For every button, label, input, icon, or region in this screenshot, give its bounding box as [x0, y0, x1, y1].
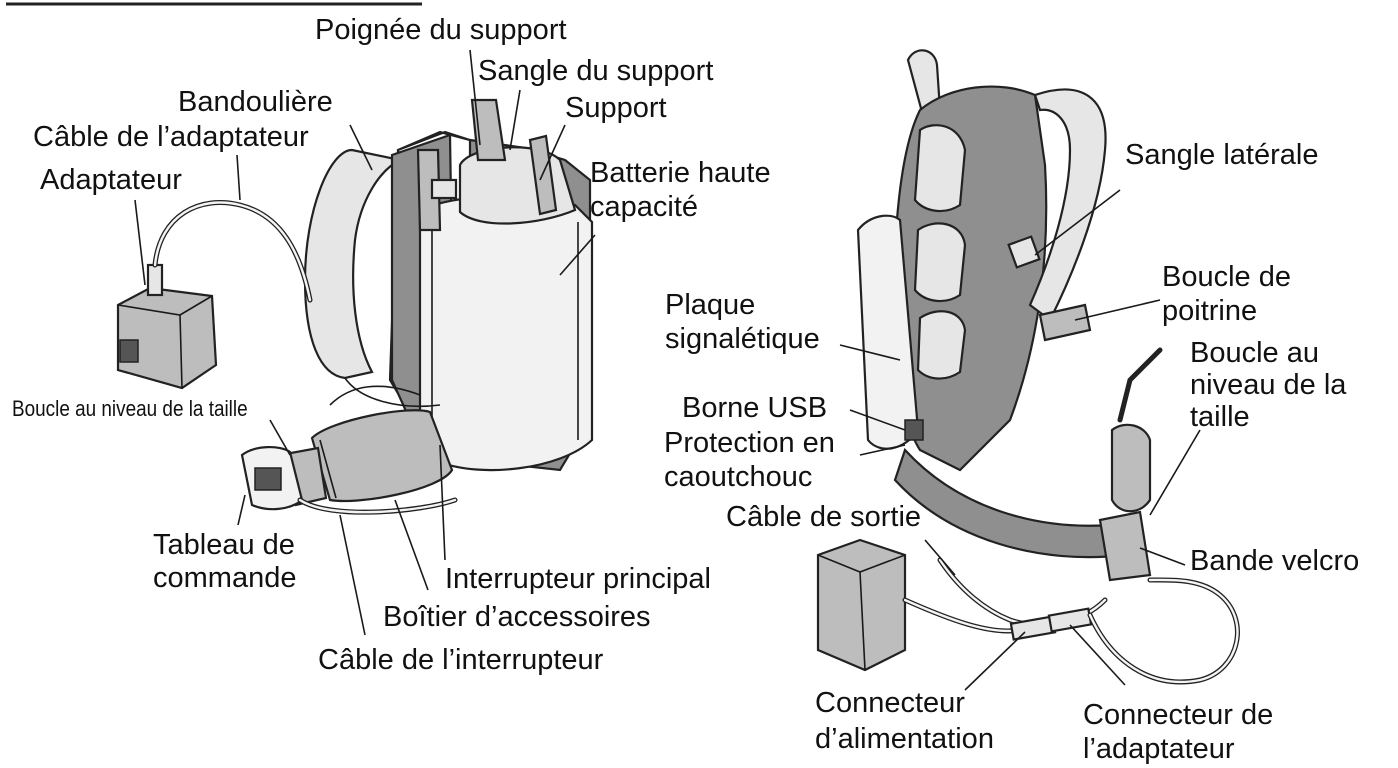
right-waist-belt: [895, 450, 1125, 557]
label-plaque-line1: Plaque: [665, 290, 755, 321]
right-adapter-connector: [1049, 609, 1091, 632]
label-boucle-poitrine-line1: Boucle de: [1162, 262, 1291, 293]
label-bandouliere: Bandoulière: [178, 87, 333, 118]
label-poignee-support: Poignée du support: [315, 15, 567, 46]
label-cable-adaptateur: Câble de l’adaptateur: [33, 122, 309, 153]
label-batterie-line1: Batterie haute: [590, 158, 771, 189]
label-plaque-line2: signalétique: [665, 324, 820, 355]
label-tableau-line1: Tableau de: [153, 530, 295, 561]
label-connecteur-alim-line1: Connecteur: [815, 688, 965, 719]
left-shoulder-strap: [305, 150, 400, 378]
label-sangle-support: Sangle du support: [478, 56, 713, 87]
label-protection-line2: caoutchouc: [664, 462, 812, 493]
label-bande-velcro: Bande velcro: [1190, 546, 1359, 577]
left-backpack-figure: [118, 100, 592, 512]
label-interrupteur-principal: Interrupteur principal: [445, 564, 711, 595]
label-connecteur-adapt-line1: Connecteur de: [1083, 700, 1273, 731]
left-battery-pack: [420, 196, 592, 470]
label-batterie-line2: capacité: [590, 192, 698, 223]
label-boucle-taille-right-line1: Boucle au: [1190, 338, 1319, 369]
label-connecteur-alim-line2: d’alimentation: [815, 724, 994, 755]
label-sangle-laterale: Sangle latérale: [1125, 140, 1318, 171]
label-support: Support: [565, 93, 667, 124]
label-borne-usb: Borne USB: [682, 393, 827, 424]
label-boucle-taille-right-line3: taille: [1190, 402, 1250, 433]
label-adaptateur: Adaptateur: [40, 165, 182, 196]
label-boitier-accessoires: Boîtier d’accessoires: [383, 602, 651, 633]
label-cable-sortie: Câble de sortie: [726, 502, 921, 533]
label-connecteur-adapt-line2: l’adaptateur: [1083, 734, 1235, 765]
label-boucle-taille-left: Boucle au niveau de la taille: [12, 397, 248, 421]
label-protection-line1: Protection en: [664, 428, 835, 459]
right-back-pad: [915, 125, 965, 211]
label-boucle-taille-right-line2: niveau de la: [1190, 370, 1346, 401]
label-cable-interrupteur: Câble de l’interrupteur: [318, 645, 603, 676]
label-boucle-poitrine-line2: poitrine: [1162, 296, 1257, 327]
label-tableau-line2: commande: [153, 563, 296, 594]
